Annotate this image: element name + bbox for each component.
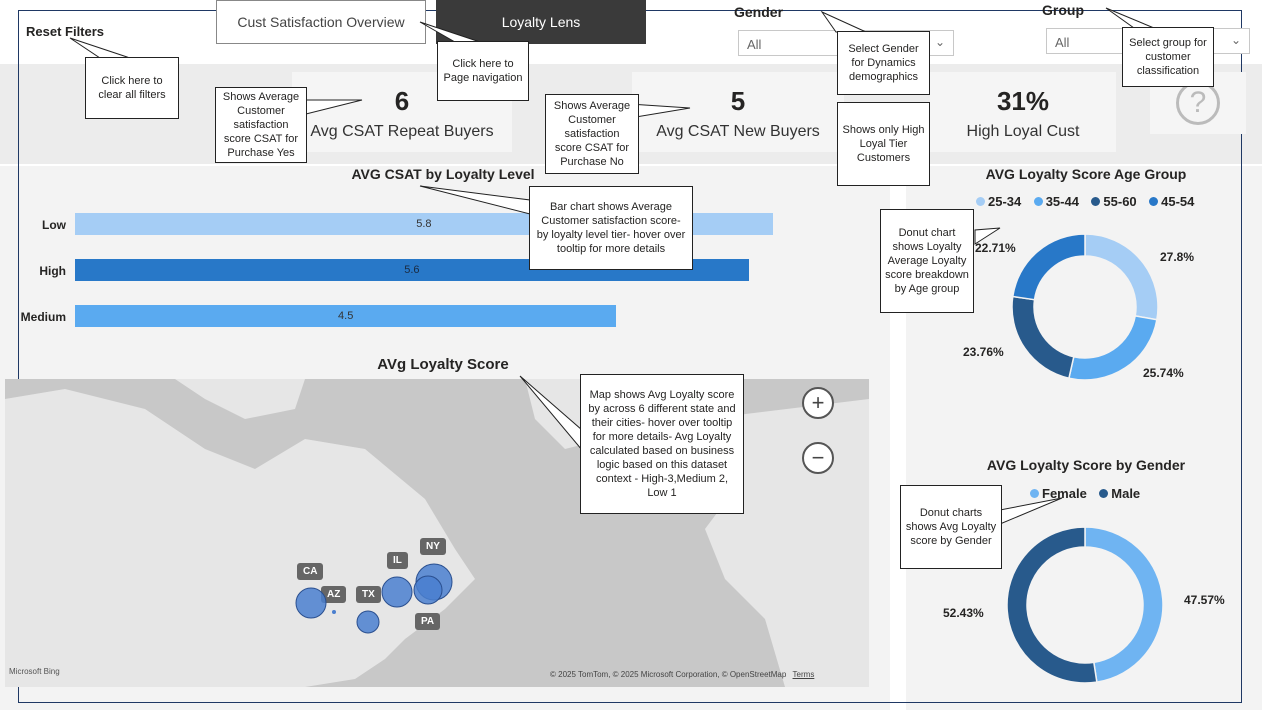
tab-cust-satisfaction[interactable]: Cust Satisfaction Overview [216,0,426,44]
donut-age-label: 25.74% [1143,366,1184,380]
tab-loyalty-lens[interactable]: Loyalty Lens [436,0,646,44]
note-gender: Select Gender for Dynamics demographics [837,31,930,95]
legend-dot [976,197,985,206]
donut-age-label: 22.71% [975,241,1016,255]
legend-dot [1149,197,1159,206]
kpi-value: 6 [394,86,410,116]
attribution-text: © 2025 TomTom, © 2025 Microsoft Corporat… [550,670,787,679]
zoom-out-button[interactable]: − [802,442,834,474]
kpi-value: 5 [730,86,746,116]
map-bubble-pa[interactable] [413,575,443,605]
state-label-ca: CA [297,563,324,580]
legend-label: 45-54 [1161,194,1195,209]
legend-label: 25-34 [988,194,1022,209]
state-label-il: IL [387,552,408,569]
legend-dot [1099,489,1109,498]
legend-item[interactable]: 25-34 [976,194,1021,209]
state-label-tx: TX [356,586,381,603]
donut-slice[interactable] [1011,233,1086,301]
kpi-card-new: 5 Avg CSAT New Buyers [632,72,844,152]
landmass-europe-africa [705,399,869,687]
legend-dot [1030,489,1039,498]
bar-chart-title: AVG CSAT by Loyalty Level [351,166,535,182]
kpi-card-loyal: 31% High Loyal Cust [930,72,1116,152]
bar-category-label: Medium [20,310,66,324]
chevron-down-icon: ⌄ [1230,33,1241,47]
note-group: Select group for customer classification [1122,27,1214,87]
legend-label: 35-44 [1045,194,1079,209]
donut-slice[interactable] [1006,526,1098,684]
donut-slice[interactable] [1084,233,1159,321]
note-kpi-new: Shows Average Customer satisfaction scor… [545,94,639,174]
donut-slice[interactable] [1011,295,1075,380]
note-reset: Click here to clear all filters [85,57,179,119]
legend-item[interactable]: Female [1030,486,1087,501]
landmass-arctic [175,379,305,419]
group-slicer-value: All [1055,35,1070,50]
note-nav: Click here to Page navigation [437,41,529,101]
donut-age-chart [1011,233,1159,381]
map-bubble-ca[interactable] [295,587,327,619]
donut-gender-label: 47.57% [1184,593,1225,607]
bar-category-label: High [39,264,66,278]
legend-item[interactable]: 45-54 [1149,194,1194,209]
note-kpi-repeat: Shows Average Customer satisfaction scor… [215,87,307,163]
state-label-pa: PA [415,613,441,630]
gender-slicer-title: Gender [734,4,784,20]
question-icon: ? [1176,81,1220,125]
legend-item[interactable]: Male [1099,486,1140,501]
donut-gender-legend: Female Male [1030,485,1190,503]
donut-gender-title: AVG Loyalty Score by Gender [986,457,1186,473]
state-label-az: AZ [321,586,347,603]
note-donut-gender: Donut charts shows Avg Loyalty score by … [900,485,1002,569]
bar-data-label: 4.5 [338,310,354,322]
legend-label: Male [1111,486,1141,501]
map-attribution: © 2025 TomTom, © 2025 Microsoft Corporat… [550,670,814,679]
map-bubble-az[interactable] [332,610,336,614]
donut-age-label: 23.76% [963,345,1004,359]
kpi-label: Avg CSAT New Buyers [656,123,820,140]
reset-filters-button[interactable]: Reset Filters [26,24,105,39]
kpi-value: 31% [996,86,1050,116]
legend-dot [1033,197,1043,206]
donut-age-label: 27.8% [1160,250,1195,264]
legend-label: 55-60 [1103,194,1137,209]
donut-age-legend: 25-34 35-44 55-60 45-54 [976,193,1216,211]
note-kpi-loyal: Shows only High Loyal Tier Customers [837,102,930,186]
note-bar: Bar chart shows Average Customer satisfa… [529,186,693,270]
group-slicer-title: Group [1042,2,1084,18]
bing-logo: Microsoft Bing [9,667,60,676]
legend-dot [1091,197,1101,206]
map-title: AVg Loyalty Score [377,356,509,373]
donut-gender-chart [1006,526,1164,684]
map-canvas [5,379,869,687]
donut-gender-label: 52.43% [943,606,984,620]
map-bubble-il[interactable] [381,576,413,608]
kpi-label: Avg CSAT Repeat Buyers [310,123,494,140]
chevron-down-icon: ⌄ [934,35,945,49]
zoom-in-button[interactable]: + [802,387,834,419]
bar[interactable]: 4.5 [75,305,617,327]
state-label-ny: NY [420,538,446,555]
donut-slice[interactable] [1084,526,1164,683]
terms-link[interactable]: Terms [792,670,815,679]
map-bubble-tx[interactable] [356,610,380,634]
bar-data-label: 5.8 [416,218,432,230]
map-bubbles [295,563,453,634]
bar-category-label: Low [42,218,66,232]
bar-data-label: 5.6 [404,264,420,276]
donut-age-title: AVG Loyalty Score Age Group [985,166,1187,182]
landmass-north-america [5,389,475,687]
note-map: Map shows Avg Loyalty score by across 6 … [580,374,744,514]
legend-label: Female [1042,486,1087,501]
note-donut-age: Donut chart shows Loyalty Average Loyalt… [880,209,974,313]
kpi-label: High Loyal Cust [966,123,1080,140]
legend-item[interactable]: 55-60 [1091,194,1137,209]
legend-item[interactable]: 35-44 [1033,194,1079,209]
gender-slicer-value: All [747,37,762,52]
